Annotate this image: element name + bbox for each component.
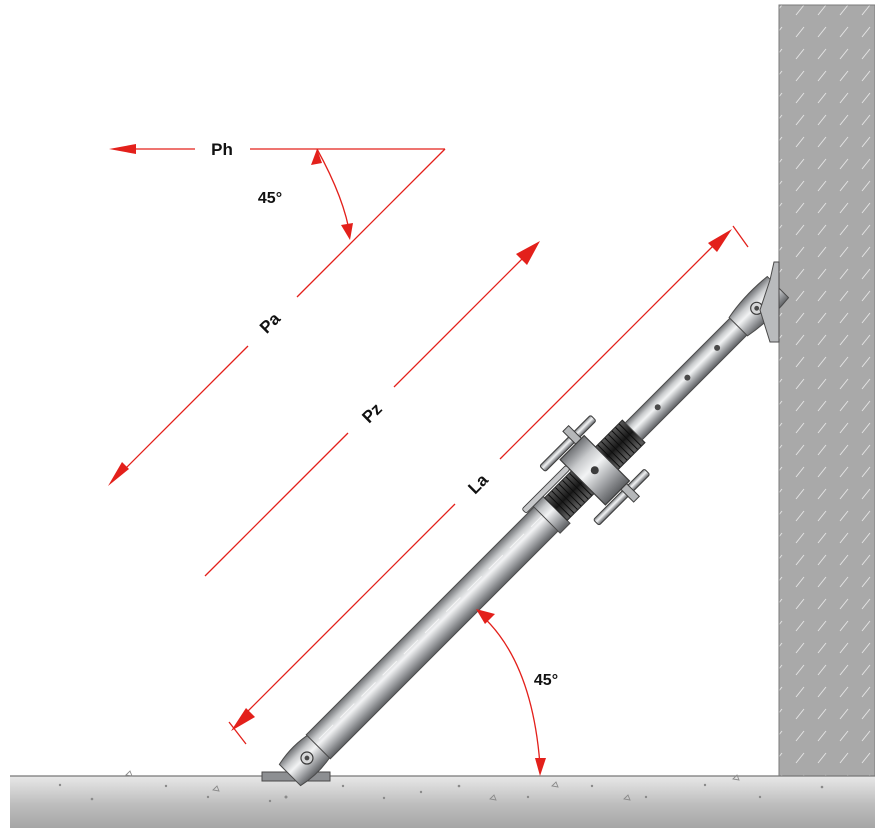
angle-top-label: 45° (258, 190, 282, 207)
prop-adjustment-nut (522, 415, 650, 526)
pa-arrowhead (108, 462, 129, 486)
angle-bottom-arc (479, 613, 541, 766)
angle-bottom-arrowhead-2 (535, 758, 546, 776)
push-pull-prop (261, 275, 790, 787)
angle-bottom-label: 45° (534, 672, 558, 689)
angle-top-arrowhead-2 (341, 223, 353, 240)
pz-dimension-line (204, 253, 528, 577)
pa-label: Pa (256, 309, 285, 338)
la-arrowhead-top (708, 229, 732, 252)
ground (10, 770, 875, 828)
la-dimension-line (228, 225, 749, 745)
prop-outer-tube (305, 500, 565, 760)
ph-label: Ph (211, 140, 233, 159)
angle-top-arrowhead-1 (311, 149, 322, 165)
pz-arrowhead (516, 241, 540, 265)
ph-arrowhead (109, 144, 136, 154)
wall (778, 4, 875, 777)
la-label: La (464, 470, 492, 498)
angle-bottom-arrowhead-1 (476, 609, 495, 624)
force-triangle (117, 148, 446, 477)
la-arrowhead-bottom (231, 708, 255, 731)
wall-bracket (759, 261, 780, 343)
pz-label: Pz (358, 399, 385, 426)
